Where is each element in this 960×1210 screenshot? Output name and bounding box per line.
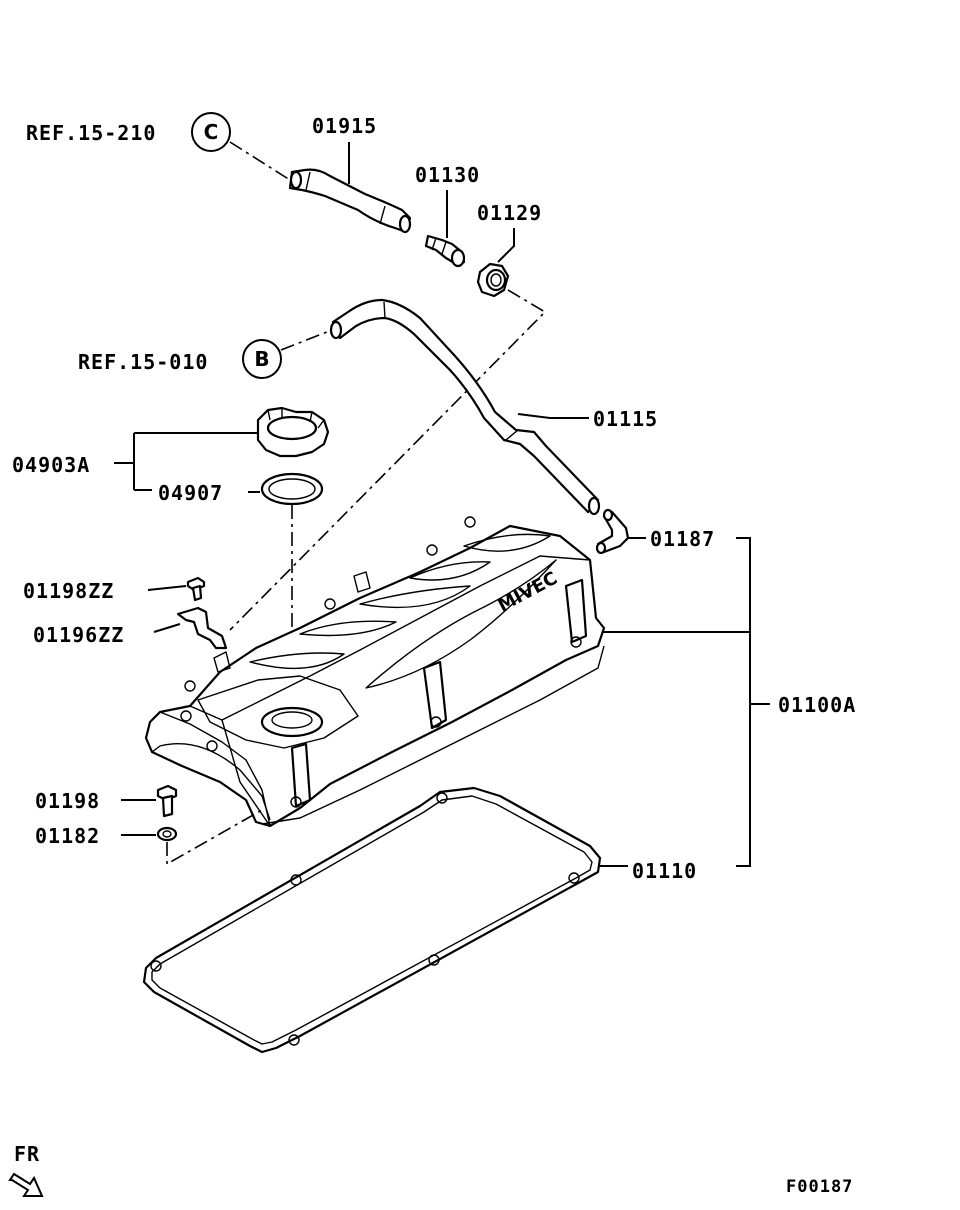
label-01182: 01182: [35, 824, 100, 848]
bolt-01198ZZ[interactable]: [186, 576, 206, 602]
ref-b-label: REF.15-010: [78, 350, 208, 374]
ref-c-circle: [191, 112, 231, 152]
label-01110: 01110: [632, 859, 697, 883]
label-01130: 01130: [415, 163, 480, 187]
oil-filler-cap[interactable]: [256, 406, 330, 458]
label-04907: 04907: [158, 481, 223, 505]
label-01196ZZ: 01196ZZ: [33, 623, 124, 647]
front-arrow-icon: [8, 1172, 44, 1197]
o-ring-04907[interactable]: [260, 472, 324, 506]
ref-b-circle: [242, 339, 282, 379]
ref-c-label: REF.15-210: [26, 121, 156, 145]
gasket-01110[interactable]: [142, 786, 602, 1054]
label-01915: 01915: [312, 114, 377, 138]
washer-01182[interactable]: [156, 826, 178, 842]
label-01115: 01115: [593, 407, 658, 431]
elbow-fitting-01187[interactable]: [595, 508, 630, 555]
label-04903A: 04903A: [12, 453, 90, 477]
label-01198ZZ: 01198ZZ: [23, 579, 114, 603]
hose-01115[interactable]: [329, 298, 601, 516]
ref-c-callout[interactable]: REF.15-210 C: [26, 112, 291, 181]
label-01198: 01198: [35, 789, 100, 813]
valve-01130[interactable]: [424, 234, 466, 268]
direction-label: FR: [14, 1142, 40, 1166]
grommet-01129[interactable]: [476, 262, 510, 298]
front-direction-indicator: FR: [8, 1142, 44, 1197]
bolt-01198[interactable]: [156, 784, 178, 818]
bracket-01196ZZ[interactable]: [176, 606, 228, 650]
label-01129: 01129: [477, 201, 542, 225]
ref-b-callout[interactable]: REF.15-010 B: [78, 329, 333, 379]
hose-01915[interactable]: [288, 168, 412, 234]
label-01187: 01187: [650, 527, 715, 551]
ref-c-letter: C: [204, 120, 219, 144]
figure-code: F00187: [786, 1177, 853, 1197]
label-01100A: 01100A: [778, 693, 856, 717]
rocker-cover[interactable]: MIVEC: [144, 516, 606, 828]
ref-b-letter: B: [254, 347, 269, 371]
